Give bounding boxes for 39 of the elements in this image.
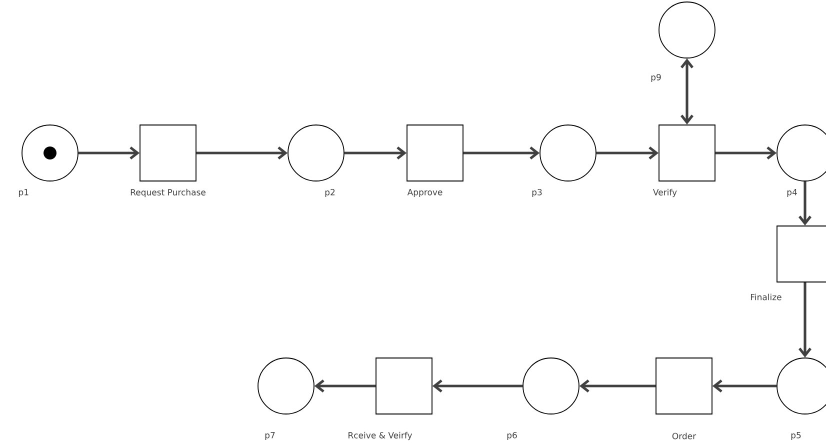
transition-label: Request Purchase: [130, 188, 206, 198]
place-label: p4: [787, 189, 797, 197]
transition-box: [140, 124, 196, 182]
place-label: p3: [532, 188, 542, 198]
arrow: [680, 58, 694, 125]
place-circle: [22, 124, 78, 182]
arrow: [579, 379, 656, 393]
arrow: [712, 379, 777, 393]
place-label: p5: [791, 432, 801, 440]
transition-label: Finalize: [751, 294, 782, 300]
arrow: [798, 181, 812, 226]
place-circle: [540, 124, 596, 182]
arrow: [78, 146, 140, 160]
transition-box: [656, 358, 712, 414]
transition-label: Order: [672, 432, 696, 440]
place-label: p9: [651, 74, 661, 82]
transition-box: [376, 358, 432, 414]
arrow: [314, 379, 376, 393]
transition-box: [658, 124, 716, 182]
arrow: [715, 146, 777, 160]
arrow: [344, 146, 407, 160]
transition-label: Approve: [407, 189, 442, 197]
arrow: [463, 146, 540, 160]
place-label: p1: [18, 189, 28, 197]
arrow: [196, 146, 288, 160]
transition-box: [406, 124, 464, 182]
place-circle: [658, 2, 716, 58]
place-label: p7: [265, 432, 275, 440]
transition-label: Rceive & Veirfy: [348, 432, 412, 440]
place-circle: [522, 358, 580, 414]
transition-box: [776, 226, 826, 282]
arrow: [798, 282, 812, 358]
place-circle: [258, 358, 314, 414]
place-circle: [288, 124, 344, 182]
transition-label: Verify: [653, 188, 677, 198]
place-label: p2: [325, 188, 335, 198]
arrow: [432, 379, 523, 393]
place-label: p6: [507, 432, 517, 440]
arrow: [596, 146, 659, 160]
